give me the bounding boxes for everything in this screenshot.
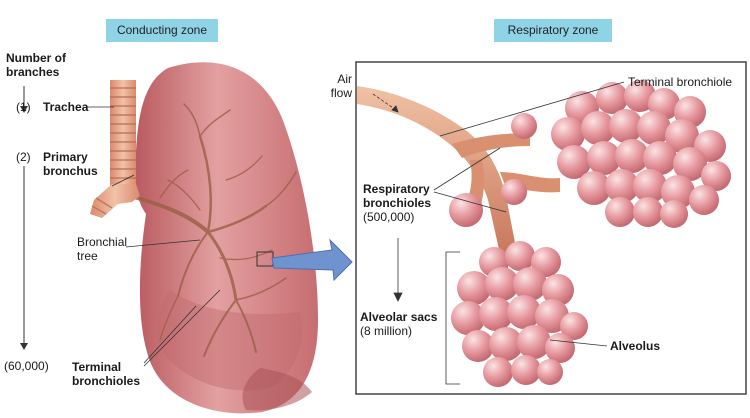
respiratory-bronchioles-label: Respiratory bronchioles (500,000) <box>363 182 431 224</box>
alveolar-cluster-upper <box>551 80 731 228</box>
respiratory-bronchioles-count: (500,000) <box>363 210 415 224</box>
count-primary-bronchus: (2) <box>16 150 31 164</box>
bronchial-tree-label: Bronchial tree <box>77 235 127 263</box>
respiratory-bronchioles-line1: Respiratory <box>363 182 430 196</box>
primary-bronchus-line2: bronchus <box>43 164 98 178</box>
trachea-label: Trachea <box>43 100 89 114</box>
alveolar-sacs-line1: Alveolar sacs <box>360 310 438 324</box>
alveolus-label: Alveolus <box>610 339 661 353</box>
zoom-arrow <box>271 238 353 282</box>
branches-axis-arrow <box>20 86 28 350</box>
count-terminal-bronchioles: (60,000) <box>4 359 49 373</box>
terminal-bronchioles-label: Terminal bronchioles <box>72 360 140 388</box>
terminal-bronchioles-line2: bronchioles <box>72 374 141 388</box>
alveolar-sacs-count: (8 million) <box>360 324 413 338</box>
air-flow-line1: Air <box>337 72 352 86</box>
detail-leader-lines <box>372 81 625 385</box>
bronchial-tree-line2: tree <box>77 249 98 263</box>
branches-heading-line1: Number of <box>6 51 66 65</box>
trachea-illustration <box>90 80 140 218</box>
bronchial-tree-line1: Bronchial <box>77 235 128 249</box>
count-trachea: (1) <box>16 100 31 114</box>
terminal-bronchiole-label: Terminal bronchiole <box>628 75 733 89</box>
primary-bronchus-line1: Primary <box>43 150 88 164</box>
primary-bronchus-label: Primary bronchus <box>43 150 98 178</box>
respiratory-zone-label: Respiratory zone <box>494 19 612 42</box>
alveolar-cluster-lower <box>451 241 588 387</box>
lung-illustration <box>128 62 318 414</box>
air-flow-label: Air flow <box>320 72 352 100</box>
alveolar-sacs-label: Alveolar sacs (8 million) <box>360 310 437 338</box>
respiratory-bronchioles-line2: bronchioles <box>363 196 432 210</box>
air-flow-line2: flow <box>330 86 352 100</box>
branches-heading: Number of branches <box>6 51 66 79</box>
lung-leader-lines <box>86 106 221 367</box>
terminal-bronchioles-line1: Terminal <box>72 360 122 374</box>
conducting-zone-label: Conducting zone <box>106 19 218 42</box>
branches-heading-line2: branches <box>6 65 60 79</box>
respiratory-detail <box>357 80 731 387</box>
